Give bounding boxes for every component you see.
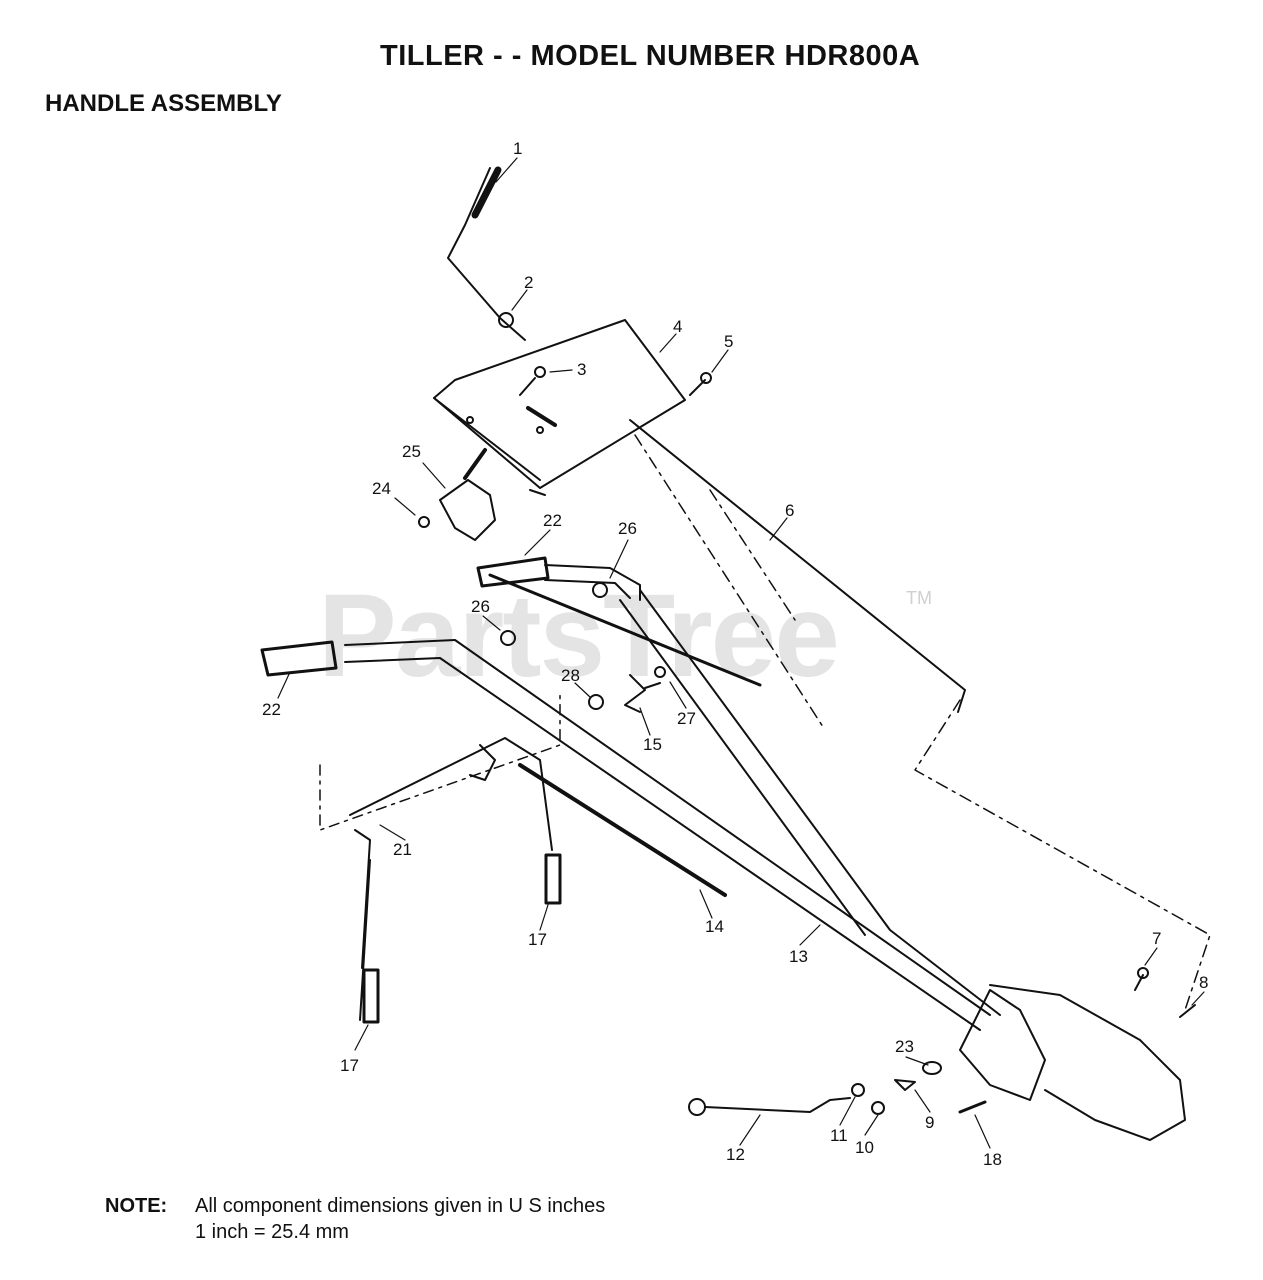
callout-5: 5 [724,332,733,351]
part-17-grip-upper [544,853,562,905]
callout-17-lower: 17 [340,1056,359,1075]
trademark-mark: TM [906,588,932,608]
callout-8: 8 [1199,973,1208,992]
callout-labels: 1 2 3 4 5 6 7 8 9 10 11 12 13 14 15 17 1… [262,139,1208,1169]
callout-2: 2 [524,273,533,292]
part-22-upper-grip [476,556,641,601]
part-10-nut [871,1101,885,1115]
callout-25: 25 [402,442,421,461]
callout-13: 13 [789,947,808,966]
callout-6: 6 [785,501,794,520]
callout-12: 12 [726,1145,745,1164]
callout-22-lower: 22 [262,700,281,719]
section-title: HANDLE ASSEMBLY [45,90,282,117]
assembly-guide [634,434,1211,1011]
callout-1: 1 [513,139,522,158]
part-13-handle-tube [619,589,1001,1016]
part-12-shift-rod [688,1097,851,1116]
part-2-nut [498,312,514,328]
part-25-bracket [439,448,496,541]
callout-26-upper: 26 [618,519,637,538]
callout-21: 21 [393,840,412,859]
callout-17-upper: 17 [528,930,547,949]
callout-9: 9 [925,1113,934,1132]
callout-11: 11 [830,1126,848,1145]
page-title: TILLER - - MODEL NUMBER HDR800A [380,40,921,72]
note-line-1: All component dimensions given in U S in… [195,1195,606,1217]
callout-24: 24 [372,479,391,498]
part-21-bail [349,737,553,1021]
part-28-nut [588,694,604,710]
callout-23: 23 [895,1037,914,1056]
part-6-rod [629,419,966,713]
part-24-nut [418,516,430,528]
part-27-washer [654,666,666,678]
watermark: PartsTree [318,570,840,702]
callout-4: 4 [673,317,682,336]
part-14-cable [518,763,727,897]
part-9-bracket [894,1079,916,1091]
part-4-panel [433,319,686,496]
gearbox-housing [959,984,1186,1141]
callout-14: 14 [705,917,724,936]
part-3-screw [534,366,546,378]
part-15-bracket [624,674,661,713]
part-26-nut-lower [500,630,516,646]
callout-3: 3 [577,360,586,379]
callout-28: 28 [561,666,580,685]
part-26-nut-upper [592,582,608,598]
note-label: NOTE: [105,1195,168,1217]
leader-lines [277,157,1205,1149]
part-17-grip-lower [362,968,380,1024]
part-22-lower-grip [260,639,991,1031]
part-1-throttle-rod [447,166,526,341]
part-23-plate [922,1061,942,1075]
callout-10: 10 [855,1138,874,1157]
callout-27: 27 [677,709,696,728]
callout-7: 7 [1152,929,1161,948]
callout-18: 18 [983,1150,1002,1169]
callout-15: 15 [643,735,662,754]
note-line-2: 1 inch = 25.4 mm [195,1221,349,1243]
throttle-cable [488,573,762,687]
part-8-pin [1179,1004,1196,1018]
callout-22-upper: 22 [543,511,562,530]
guide-box [319,689,561,831]
part-18-bolt [958,1100,987,1114]
part-11-washer [851,1083,865,1097]
callout-26-lower: 26 [471,597,490,616]
note-block: NOTE: All component dimensions given in U… [105,1193,605,1245]
